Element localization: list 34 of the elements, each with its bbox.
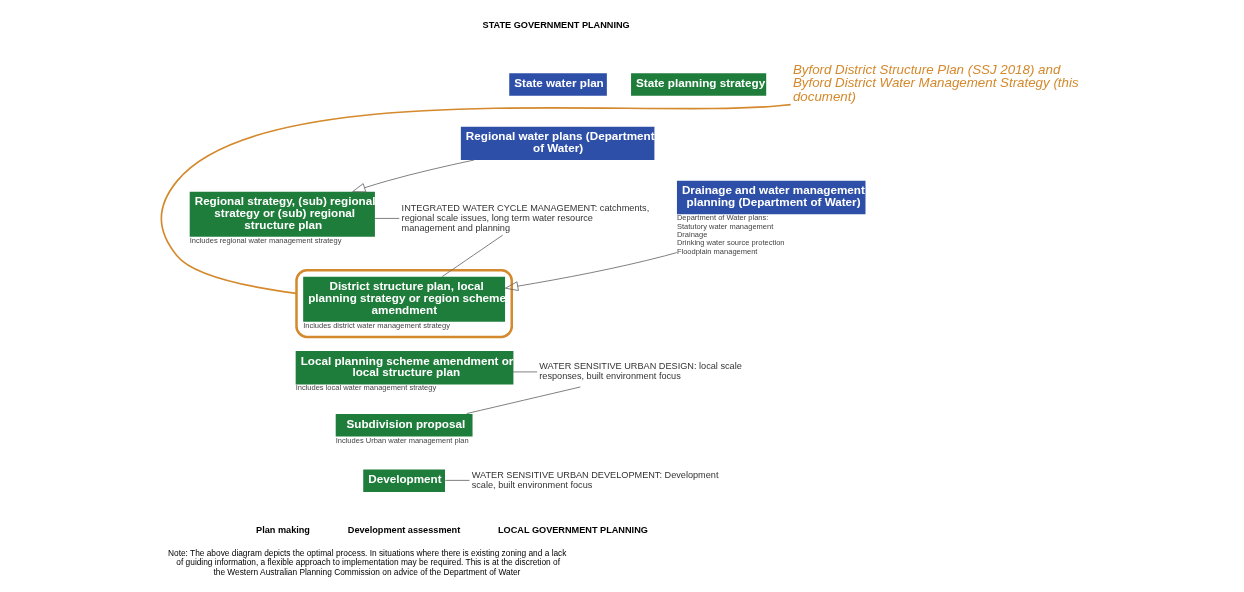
connector (444, 479, 470, 481)
label: LOCAL GOVERNMENT PLANNING (497, 524, 648, 535)
node-text: Byford District Structure Plan (SSJ 2018) and Byford District Water Management Strategy (this document) (792, 61, 1079, 104)
node-label: Includes district water management strategy (302, 320, 450, 330)
node-label: Statutory water management (676, 221, 773, 231)
connector (160, 103, 791, 295)
node-box: Development (362, 469, 445, 493)
connector (465, 386, 581, 414)
label: Development assessment (347, 524, 460, 535)
node-box: Drainage and water management planning (Department of Water) (676, 180, 865, 215)
node-label: Department of Water plans: (676, 213, 768, 223)
node-text: WATER SENSITIVE URBAN DESIGN: local scale responses, built environment focus (538, 361, 742, 382)
node-box: State planning strategy (630, 73, 766, 96)
node-label: Includes Urban water management plan (335, 435, 469, 445)
node-label: Drinking water source protection (676, 238, 784, 248)
node-label: Includes regional water management strategy (189, 235, 341, 245)
connector (512, 371, 537, 373)
arrow (504, 252, 677, 291)
caption: Note: The above diagram depicts the optimal process. In situations where there is existing zoning and a lack of guiding information, a flexible approach to implementation may be required. This is at the discretion of the Western Australian Planning Commission on advice of the Department of Water (167, 548, 566, 577)
node-label: Includes local water management strategy (295, 383, 436, 393)
node-text: INTEGRATED WATER CYCLE MANAGEMENT: catchments, regional scale issues, long term water resource management and planning (401, 202, 649, 233)
node-box: Regional strategy, (sub) regional strategy or (sub) regional structure plan (189, 191, 375, 237)
node-text: WATER SENSITIVE URBAN DEVELOPMENT: Development scale, built environment focus (471, 469, 718, 490)
connector (374, 218, 400, 219)
label: STATE GOVERNMENT PLANNING (482, 20, 630, 31)
node-label: Floodplain management (676, 246, 757, 256)
node-box: Subdivision proposal (335, 414, 473, 437)
label: Plan making (255, 524, 310, 535)
arrow (351, 159, 474, 193)
node-box: Local planning scheme amendment or local structure plan (295, 351, 513, 385)
connector (441, 234, 503, 278)
node-label: Drainage (676, 229, 707, 239)
cluster (294, 268, 513, 339)
node-box: State water plan (508, 73, 607, 96)
